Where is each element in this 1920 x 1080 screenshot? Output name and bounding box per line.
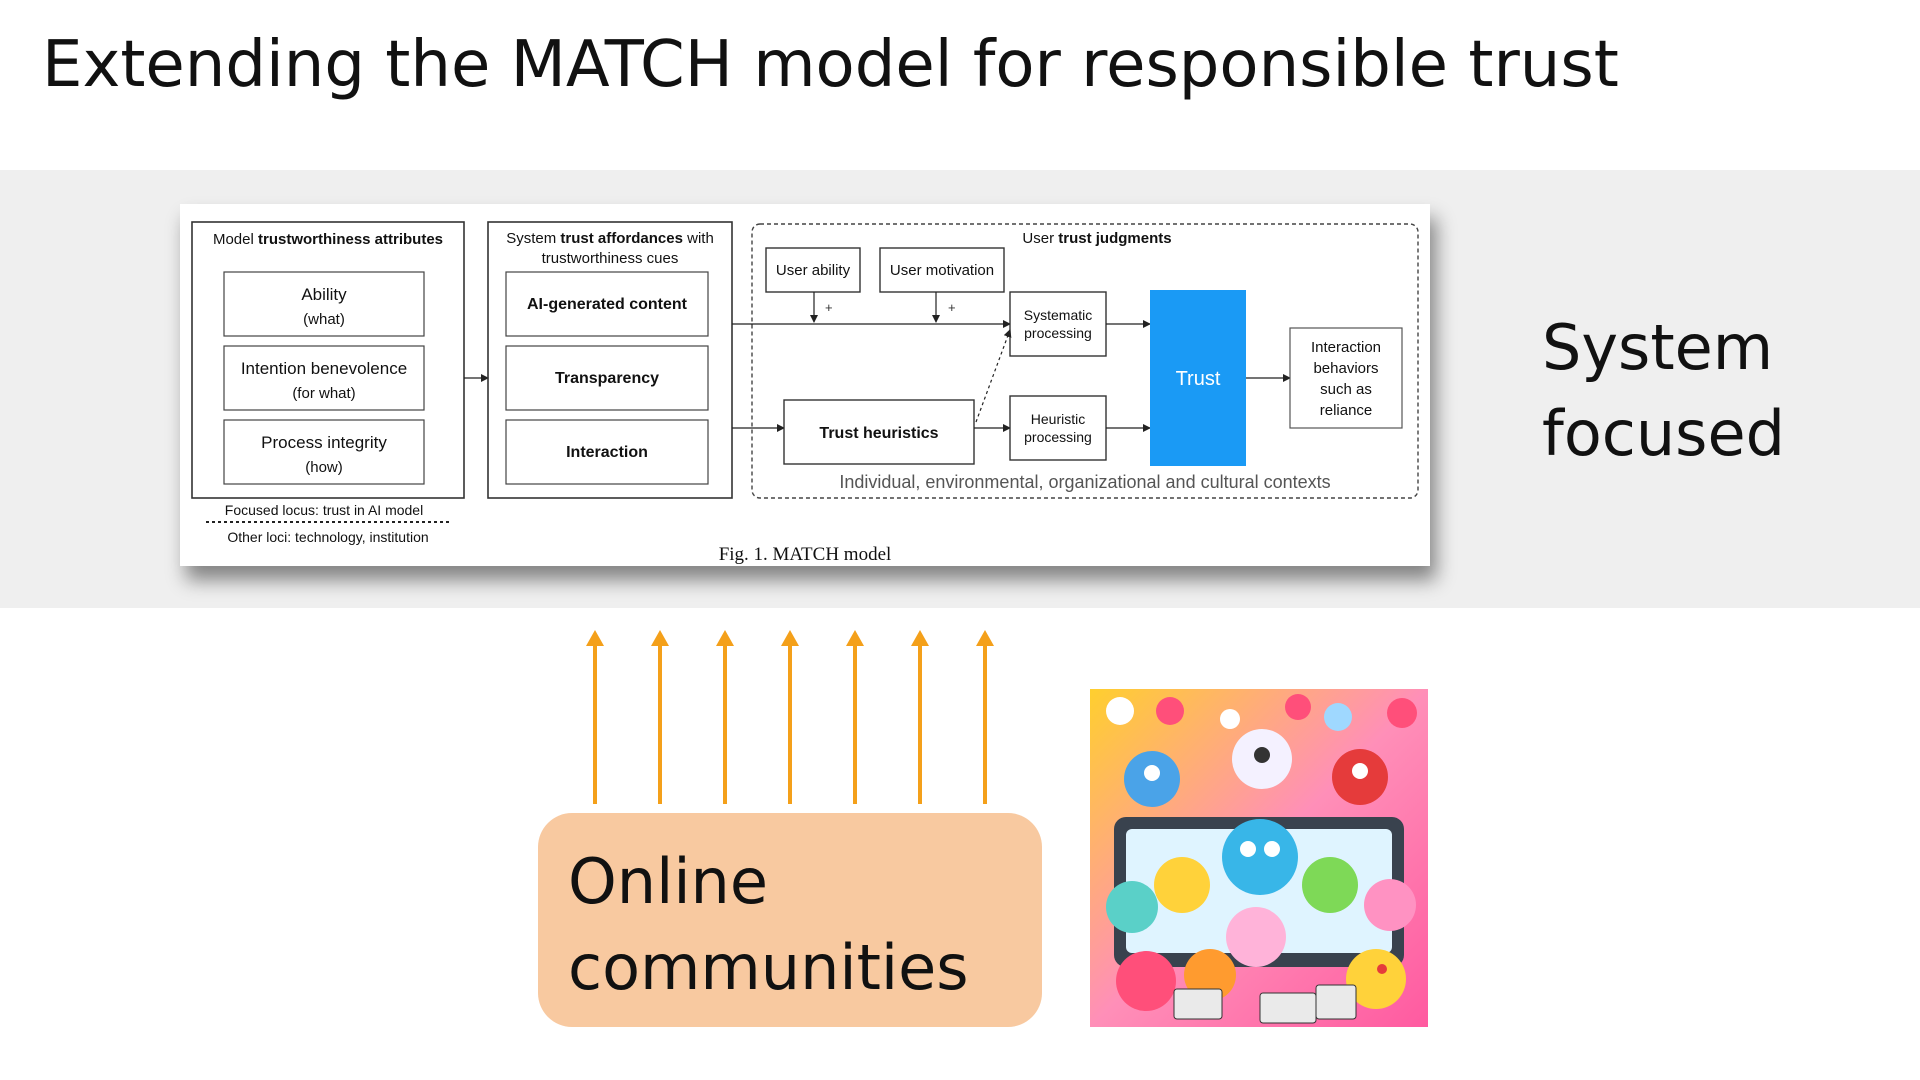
- affordances-panel-title-line2: trustworthiness cues: [542, 250, 679, 267]
- judgments-panel-title: User trust judgments: [1022, 230, 1171, 247]
- user-ability-label: User ability: [776, 262, 851, 279]
- figure-caption: Fig. 1. MATCH model: [719, 544, 892, 565]
- dragon-characters: [1106, 729, 1416, 1011]
- interaction-box: [505, 419, 709, 485]
- slide-title: Extending the MATCH model for responsibl…: [42, 28, 1619, 102]
- attributes-panel: [191, 221, 465, 499]
- side-label-line2: focused: [1542, 397, 1785, 470]
- ai-content-label: AI-generated content: [527, 296, 688, 313]
- side-label-line1: System: [1542, 311, 1774, 384]
- system-focused-label: System focused: [1542, 305, 1785, 477]
- heuristic-line2: processing: [1024, 429, 1092, 445]
- intention-label: Intention benevolence: [241, 359, 407, 378]
- affordances-panel-title: System trust affordances with: [506, 230, 714, 247]
- other-loci-text: Other loci: technology, institution: [227, 529, 428, 545]
- plus-motivation: +: [948, 300, 956, 315]
- behaviors-line3: such as: [1320, 381, 1372, 398]
- transparency-label: Transparency: [555, 370, 659, 387]
- contexts-label: Individual, environmental, organizationa…: [839, 472, 1330, 492]
- trust-heuristics-box: [783, 399, 975, 465]
- ai-content-box: [505, 271, 709, 337]
- upward-arrow-head: [781, 630, 799, 646]
- plus-ability: +: [825, 300, 833, 315]
- ability-label: Ability: [301, 285, 347, 304]
- behaviors-line4: reliance: [1320, 402, 1373, 419]
- affordances-panel: [487, 221, 733, 499]
- device-screens: [1173, 984, 1357, 1024]
- trust-label: Trust: [1176, 368, 1221, 390]
- process-integrity-box: [223, 419, 425, 485]
- trust-box: [1150, 290, 1246, 466]
- transparency-box: [505, 345, 709, 411]
- ability-box: [223, 271, 425, 337]
- social-bubbles: [1106, 694, 1417, 731]
- process-integrity-label: Process integrity: [261, 433, 387, 452]
- upward-arrow-head: [651, 630, 669, 646]
- user-motivation-box: [879, 247, 1005, 293]
- trust-heuristics-label: Trust heuristics: [819, 425, 938, 442]
- intention-box: [223, 345, 425, 411]
- upward-arrow-head: [911, 630, 929, 646]
- upward-arrow-head: [976, 630, 994, 646]
- systematic-box: [1009, 291, 1107, 357]
- behaviors-line1: Interaction: [1311, 339, 1381, 356]
- dashed-arrow-heuristics-to-systematic: [975, 329, 1012, 423]
- heuristic-line1: Heuristic: [1031, 411, 1085, 427]
- community-illustration: [1090, 689, 1428, 1027]
- judgments-panel: [751, 223, 1419, 499]
- upward-arrow-head: [586, 630, 604, 646]
- systematic-line1: Systematic: [1024, 307, 1092, 323]
- community-line1: Online: [568, 845, 768, 918]
- heuristic-processing-box: [1009, 395, 1107, 461]
- community-line2: communities: [568, 931, 969, 1004]
- focused-locus-text: Focused locus: trust in AI model: [225, 502, 423, 518]
- behaviors-line2: behaviors: [1313, 360, 1378, 377]
- online-communities-box: Online communities: [538, 813, 1042, 1027]
- intention-sub: (for what): [292, 385, 355, 402]
- attributes-panel-title: Model trustworthiness attributes: [213, 231, 443, 248]
- match-model-diagram: Model trustworthiness attributes Ability…: [191, 221, 1419, 565]
- ability-sub: (what): [303, 311, 345, 328]
- upward-arrow-head: [846, 630, 864, 646]
- systematic-line2: processing: [1024, 325, 1092, 341]
- match-model-figure: Model trustworthiness attributes Ability…: [180, 204, 1430, 566]
- interaction-label: Interaction: [566, 444, 648, 461]
- upward-arrow-head: [716, 630, 734, 646]
- user-motivation-label: User motivation: [890, 262, 994, 279]
- interaction-behaviors-box: [1289, 327, 1403, 429]
- user-ability-box: [765, 247, 861, 293]
- process-integrity-sub: (how): [305, 459, 343, 476]
